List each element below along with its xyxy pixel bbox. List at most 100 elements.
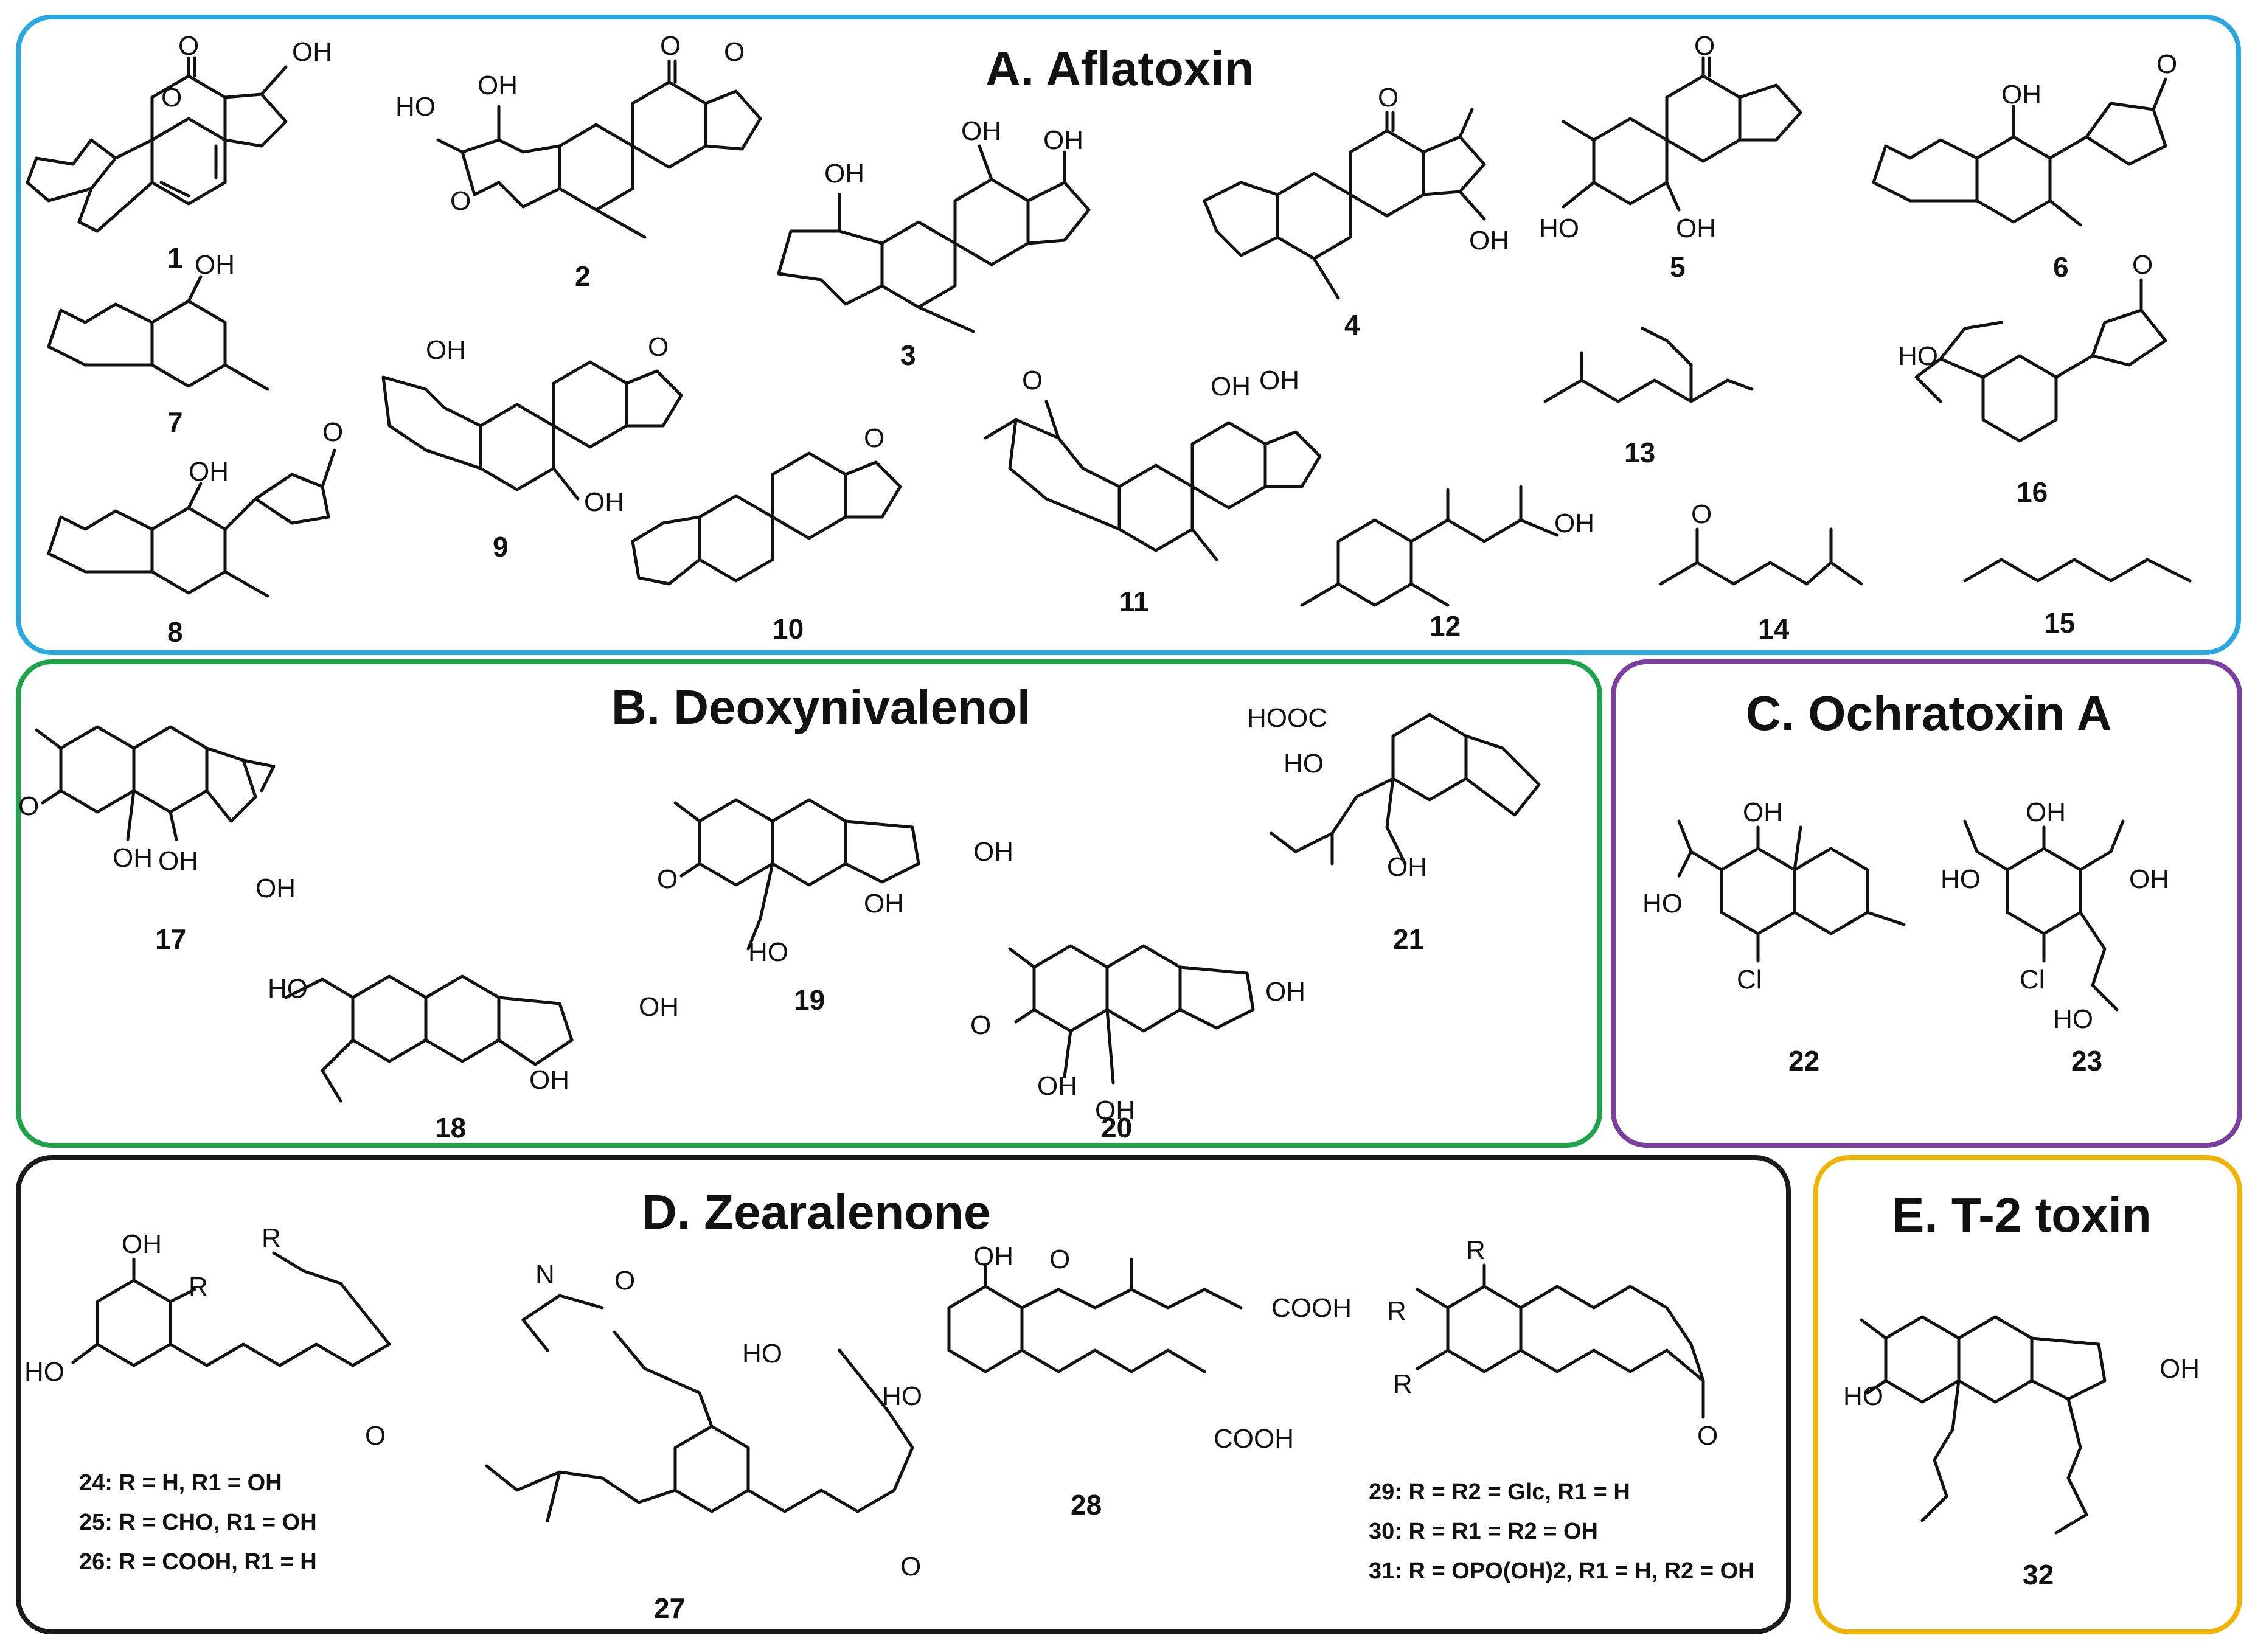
atom-o-6: O (2156, 49, 2177, 79)
structure-5 (1562, 56, 1802, 212)
atom-oh-17c: OH (255, 873, 296, 903)
structure-2 (436, 59, 762, 239)
atom-ho-24: HO (24, 1357, 64, 1387)
atom-oh-5: OH (1676, 213, 1716, 243)
atom-oh-22: OH (1743, 797, 1783, 827)
atom-o-2a: O (660, 31, 681, 61)
atom-ho-32: HO (1843, 1381, 1883, 1411)
structure-23 (1963, 819, 2125, 1012)
structure-22 (1677, 819, 1906, 963)
atom-o-8: O (322, 417, 343, 447)
structure-7 (47, 275, 269, 391)
atom-oh-8: OH (189, 457, 229, 487)
structure-12 (1300, 485, 1559, 607)
atom-ho-16: HO (1898, 341, 1938, 371)
compound-label-5: 5 (1670, 251, 1686, 283)
structure-27 (485, 1294, 914, 1522)
compound-label-20: 20 (1101, 1112, 1132, 1144)
atom-ho-23: HO (1941, 864, 1981, 894)
structure-28 (947, 1257, 1243, 1373)
compound-label-14: 14 (1758, 613, 1790, 645)
compound-label-12: 12 (1430, 610, 1461, 642)
atom-oh-20c: OH (1265, 977, 1305, 1007)
panel-ochratoxin-frame (1611, 659, 2242, 1148)
atom-n-27: N (535, 1260, 555, 1289)
compound-label-4: 4 (1344, 309, 1360, 341)
atom-ho-18: HO (268, 974, 308, 1004)
atom-o-14: O (1691, 499, 1712, 529)
atom-hooc-21: HOOC (1247, 703, 1327, 733)
atom-oh-32: OH (2159, 1354, 2200, 1384)
atom-o-29: O (1697, 1421, 1718, 1451)
atom-oh-1: OH (292, 37, 332, 67)
compound-label-7: 7 (167, 406, 183, 438)
atom-oh-28: OH (973, 1241, 1013, 1271)
compound-label-17: 17 (155, 923, 186, 955)
panel-ochratoxin-title: C. Ochratoxin A (1746, 686, 2112, 740)
compound-label-13: 13 (1624, 437, 1655, 468)
panel-zearalenone-title: D. Zearalenone (642, 1185, 991, 1239)
structure-16 (1914, 278, 2167, 443)
atom-cl-22: Cl (1737, 965, 1762, 994)
structure-1 (26, 56, 288, 233)
structure-29-31 (1416, 1263, 1705, 1419)
structure-11 (984, 400, 1322, 561)
structure-13 (1543, 327, 1754, 403)
atom-o-10: O (864, 423, 884, 453)
atom-o-2b: O (724, 37, 745, 67)
structure-20 (1008, 944, 1255, 1085)
atom-ho-5: HO (1539, 213, 1579, 243)
atom-oh-21: OH (1387, 852, 1427, 882)
atom-ho-19: HO (748, 937, 788, 967)
atom-oh-18b: OH (639, 992, 679, 1022)
compound-label-9: 9 (493, 531, 509, 563)
atom-oh-3c: OH (1043, 125, 1083, 155)
structure-18 (284, 974, 574, 1103)
atom-ho-28: HO (882, 1381, 922, 1411)
compound-label-11: 11 (1119, 586, 1149, 617)
atom-o-27a: O (614, 1266, 635, 1296)
atom-oh-24: OH (122, 1229, 162, 1259)
compound-label-3: 3 (900, 339, 916, 371)
atom-oh-12: OH (1554, 508, 1594, 538)
atom-oh-3a: OH (824, 159, 864, 189)
atom-ho-22: HO (1642, 889, 1683, 918)
atom-oh-11a: OH (1211, 372, 1251, 401)
panel-t2toxin-frame (1813, 1155, 2242, 1634)
atom-oh-3b: OH (961, 116, 1001, 146)
atom-o-9: O (648, 332, 669, 362)
atom-oh-2: OH (478, 71, 518, 100)
atom-cooh-28a: COOH (1271, 1293, 1352, 1323)
structure-15 (1963, 558, 2192, 583)
compound-label-27: 27 (654, 1592, 685, 1624)
atom-oh-7: OH (195, 250, 235, 280)
compound-label-18: 18 (435, 1112, 466, 1144)
panel-deoxynivalenol-title: B. Deoxynivalenol (611, 680, 1030, 734)
compound-label-32: 32 (2023, 1559, 2054, 1591)
atom-cooh-28b: COOH (1214, 1424, 1294, 1454)
structure-8 (47, 448, 336, 598)
atom-o-5: O (1694, 31, 1715, 61)
compound-label-28: 28 (1071, 1489, 1102, 1521)
compound-label-19: 19 (794, 984, 825, 1016)
atom-o-17a: O (18, 791, 39, 821)
structure-6 (1872, 77, 2167, 227)
panel-deoxynivalenol-frame (16, 659, 1602, 1148)
atom-oh-18a: OH (529, 1065, 569, 1095)
structure-3 (777, 144, 1091, 333)
structure-4 (1203, 108, 1486, 300)
atom-o-28: O (1049, 1244, 1070, 1274)
atom-r2-29: R (1466, 1235, 1485, 1265)
caption-24: 24: R = H, R1 = OH (79, 1470, 282, 1496)
atom-o-27b: O (900, 1552, 921, 1581)
atom-o-4: O (1378, 83, 1399, 113)
atom-r1-24: R (262, 1223, 281, 1253)
compound-label-10: 10 (773, 613, 804, 645)
compound-label-6: 6 (2053, 251, 2069, 283)
atom-oh-23a: OH (2026, 797, 2066, 827)
atom-oh-4: OH (1469, 226, 1509, 255)
atom-o-19: O (657, 864, 678, 894)
structure-32 (1860, 1315, 2107, 1535)
